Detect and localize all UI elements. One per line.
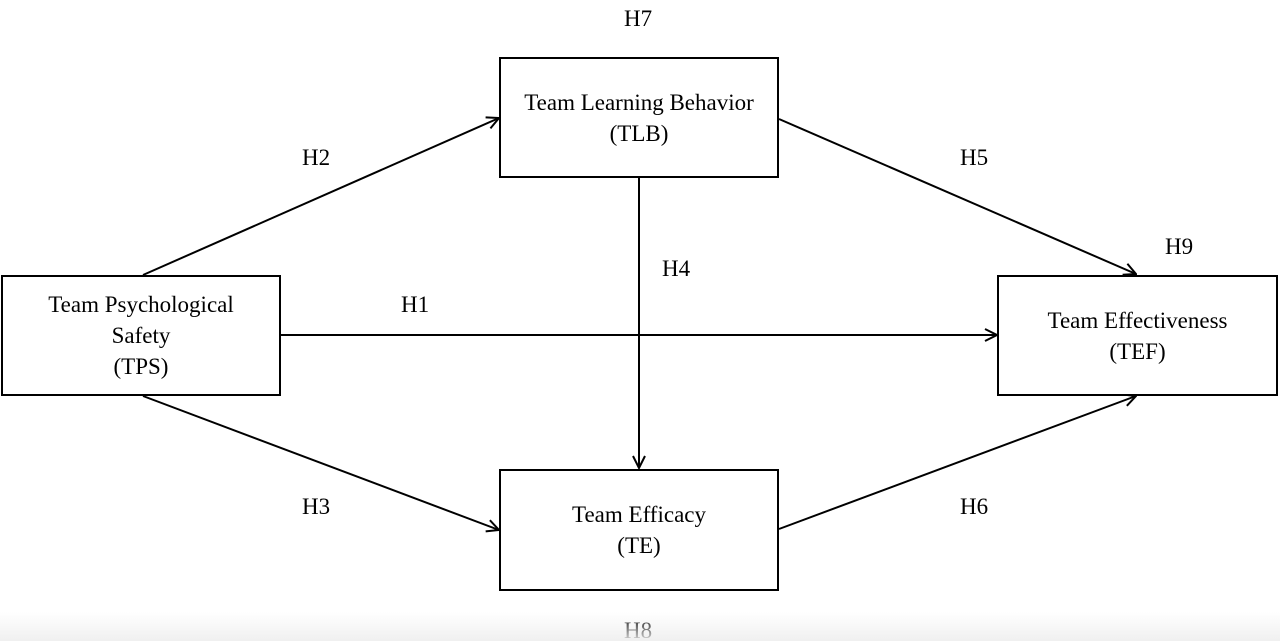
- hypothesis-label-h4: H4: [662, 256, 691, 281]
- node-tlb-line-2: (TLB): [609, 120, 669, 146]
- node-te-line-2: (TE): [617, 533, 661, 558]
- node-team-efficacy: Team Efficacy (TE): [499, 469, 779, 591]
- node-tps-line-1: Team Psychological: [48, 292, 234, 317]
- node-tef-line-2: (TEF): [1109, 338, 1166, 364]
- node-team-effectiveness: Team Effectiveness (TEF): [997, 275, 1278, 396]
- arrow-te-to-tef: [778, 396, 1136, 530]
- node-team-learning-behavior: Team Learning Behavior (TLB): [499, 57, 779, 178]
- node-team-psychological-safety: Team Psychological Safety (TPS): [1, 275, 281, 396]
- hypothesis-label-h3: H3: [302, 494, 331, 519]
- hypothesis-label-h2: H2: [302, 145, 331, 170]
- arrow-tps-to-tlb: [142, 118, 499, 276]
- arrow-tps-to-te: [142, 395, 499, 530]
- hypothesis-label-h1: H1: [401, 292, 430, 317]
- node-te-line-1: Team Efficacy: [572, 502, 706, 527]
- hypothesis-label-h5: H5: [960, 145, 989, 170]
- hypothesis-label-h6: H6: [960, 494, 989, 519]
- node-tef-line-1: Team Effectiveness: [1047, 307, 1228, 333]
- hypothesis-label-h8: H8: [624, 618, 653, 643]
- node-tlb-line-1: Team Learning Behavior: [524, 89, 754, 115]
- hypothesis-label-h7: H7: [624, 6, 653, 31]
- hypothesis-label-h9: H9: [1165, 234, 1194, 259]
- node-tps-line-3: (TPS): [113, 354, 169, 379]
- arrow-tlb-to-tef: [778, 118, 1136, 274]
- node-tps-line-2: Safety: [111, 323, 171, 348]
